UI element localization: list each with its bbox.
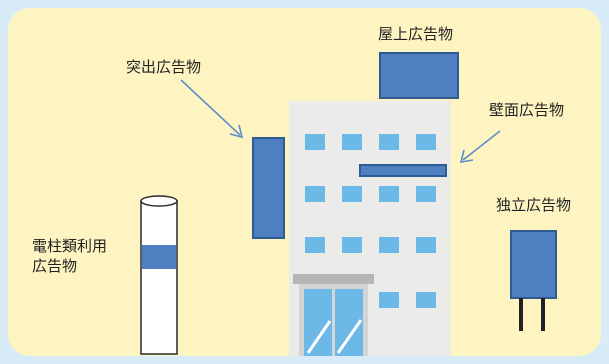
projecting-arrow-line [180,79,241,136]
entrance-canopy [293,274,374,284]
wall-sign [359,164,447,177]
wall-arrow-line [462,130,501,161]
rooftop-sign-label: 屋上広告物 [378,25,454,43]
window [305,186,325,202]
window [379,237,399,253]
window [305,134,325,150]
projecting-sign-label: 突出広告物 [126,58,202,76]
building [289,101,451,356]
utility-pole-label-line2: 広告物 [32,257,78,275]
glass-reflection [306,320,332,354]
utility-pole [140,195,178,355]
pole-advertisement-band [142,245,176,269]
freestanding-sign-leg [519,298,523,331]
projecting-arrow-head [229,124,244,139]
window [342,186,362,202]
pointer-arrows [180,79,501,163]
window [416,292,436,308]
window [379,292,399,308]
utility-pole-label-line1: 電柱類利用 [32,237,108,255]
window [416,237,436,253]
window [305,237,325,253]
freestanding-sign-board [510,230,557,299]
window [342,237,362,253]
window [416,134,436,150]
pole-body [140,200,178,355]
illustration-panel: 屋上広告物 突出広告物 壁面広告物 独立広告物 電柱類利用 広告物 [8,8,601,356]
wall-arrow-head [459,149,474,163]
glass-reflection [336,319,363,354]
entrance-door [293,274,374,356]
advertising-types-illustration [140,52,557,356]
freestanding-sign-label: 独立広告物 [496,196,572,214]
window [342,134,362,150]
window [379,186,399,202]
pole-top [140,195,178,207]
wall-sign-label: 壁面広告物 [489,101,565,119]
freestanding-sign-leg [541,298,545,331]
window [416,186,436,202]
projecting-sign [252,137,285,239]
rooftop-sign [379,52,459,99]
freestanding-sign [510,230,557,331]
window [379,134,399,150]
utility-pole-sign-label: 電柱類利用 広告物 [32,236,107,276]
